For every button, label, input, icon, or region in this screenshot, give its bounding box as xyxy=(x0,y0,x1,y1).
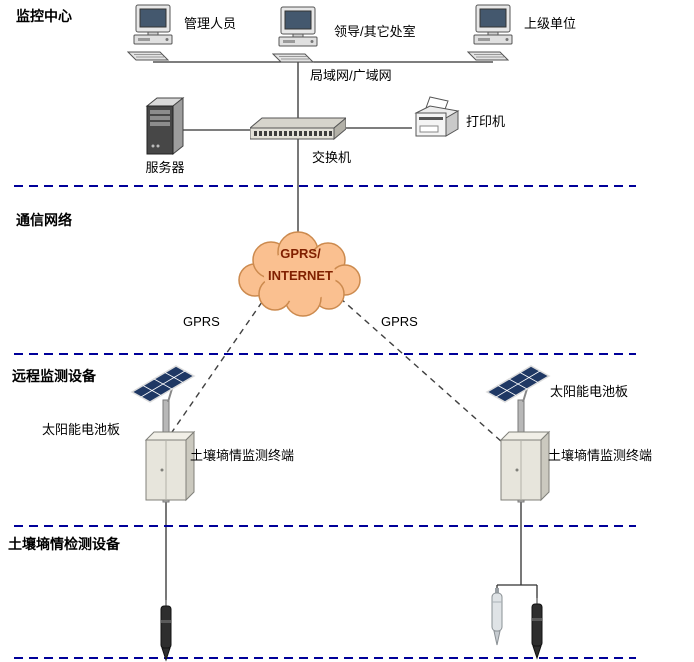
cloud-icon xyxy=(233,228,368,323)
computer-icon-leaders xyxy=(272,6,324,64)
section-label-communication-network: 通信网络 xyxy=(16,212,72,228)
cloud-shape xyxy=(238,231,361,317)
soil-sensor-right-dark-icon xyxy=(529,596,545,660)
switch-icon xyxy=(250,116,346,142)
section-label-remote-monitoring: 远程监测设备 xyxy=(12,368,96,384)
solar-panel-label-left: 太阳能电池板 xyxy=(42,422,121,437)
computer-label-admin: 管理人员 xyxy=(184,16,237,31)
solar-terminal-device-right xyxy=(485,362,565,514)
printer-icon xyxy=(410,96,464,146)
server-icon xyxy=(143,96,187,158)
solar-terminal-device-left xyxy=(130,362,210,514)
gprs-label-left: GPRS xyxy=(183,314,220,329)
server-label: 服务器 xyxy=(145,160,185,175)
solar-panel-label-right: 太阳能电池板 xyxy=(550,384,629,399)
computer-icon-admin xyxy=(127,4,179,62)
computer-label-superior: 上级单位 xyxy=(524,16,577,31)
lan-label: 局域网/广域网 xyxy=(310,68,392,83)
computer-icon-superior xyxy=(467,4,519,62)
soil-sensor-right-light-icon xyxy=(489,588,505,648)
soil-sensor-left-icon xyxy=(158,598,174,662)
gprs-label-right: GPRS xyxy=(381,314,418,329)
printer-label: 打印机 xyxy=(466,114,506,129)
terminal-label-right: 土壤墒情监测终端 xyxy=(548,448,653,463)
cloud-text-line2: INTERNET xyxy=(268,268,333,283)
section-label-monitoring-center: 监控中心 xyxy=(16,8,72,24)
switch-label: 交换机 xyxy=(312,150,352,165)
cloud-text-line1: GPRS/ xyxy=(280,246,321,261)
terminal-label-left: 土壤墒情监测终端 xyxy=(190,448,295,463)
computer-label-leaders: 领导/其它处室 xyxy=(334,24,416,39)
section-label-soil-detection: 土壤墒情检测设备 xyxy=(8,536,120,552)
